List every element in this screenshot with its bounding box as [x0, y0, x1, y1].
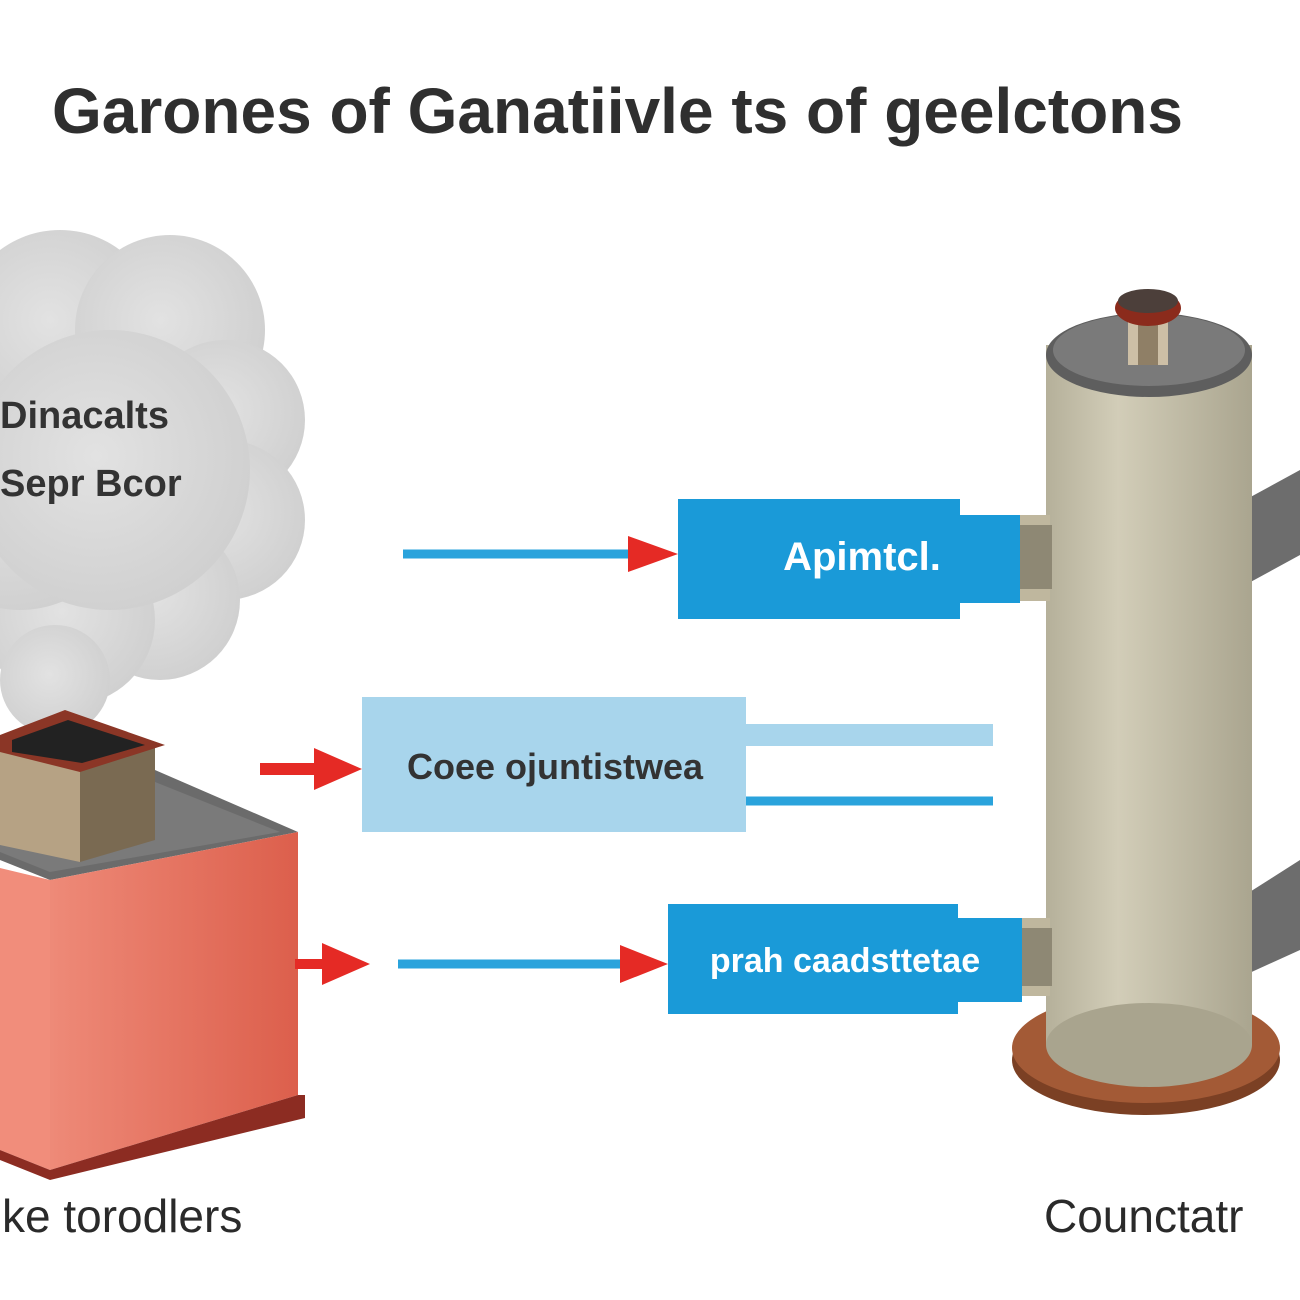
top-box: [678, 499, 1020, 619]
cloud-label-line1: Dinacalts: [0, 395, 169, 437]
middle-box: [362, 697, 746, 832]
middle-output-line-upper: [746, 724, 993, 746]
cloud-label-line2: Sepr Bcor: [0, 463, 182, 505]
separator-cylinder: [1000, 289, 1300, 1115]
furnace-block: [0, 710, 305, 1180]
chimney: [0, 710, 165, 862]
caption-right: Counctatr: [1044, 1190, 1243, 1242]
middle-box-label: Coee ojuntistwea: [407, 746, 704, 787]
bottom-arrow-head: [620, 945, 668, 983]
bottom-arrow-head-left: [322, 943, 370, 985]
middle-arrow-head: [314, 748, 362, 790]
top-arrow-head: [628, 536, 678, 572]
bottom-box-label: prah caadsttetae: [710, 942, 980, 980]
caption-left: ke torodlers: [2, 1190, 242, 1242]
smoke-cloud: [0, 230, 305, 735]
diagram-title: Garones of Ganatiivle ts of geelctons: [52, 75, 1183, 147]
bottom-box: [668, 904, 1022, 1014]
top-box-label: Apimtcl.: [783, 535, 941, 579]
